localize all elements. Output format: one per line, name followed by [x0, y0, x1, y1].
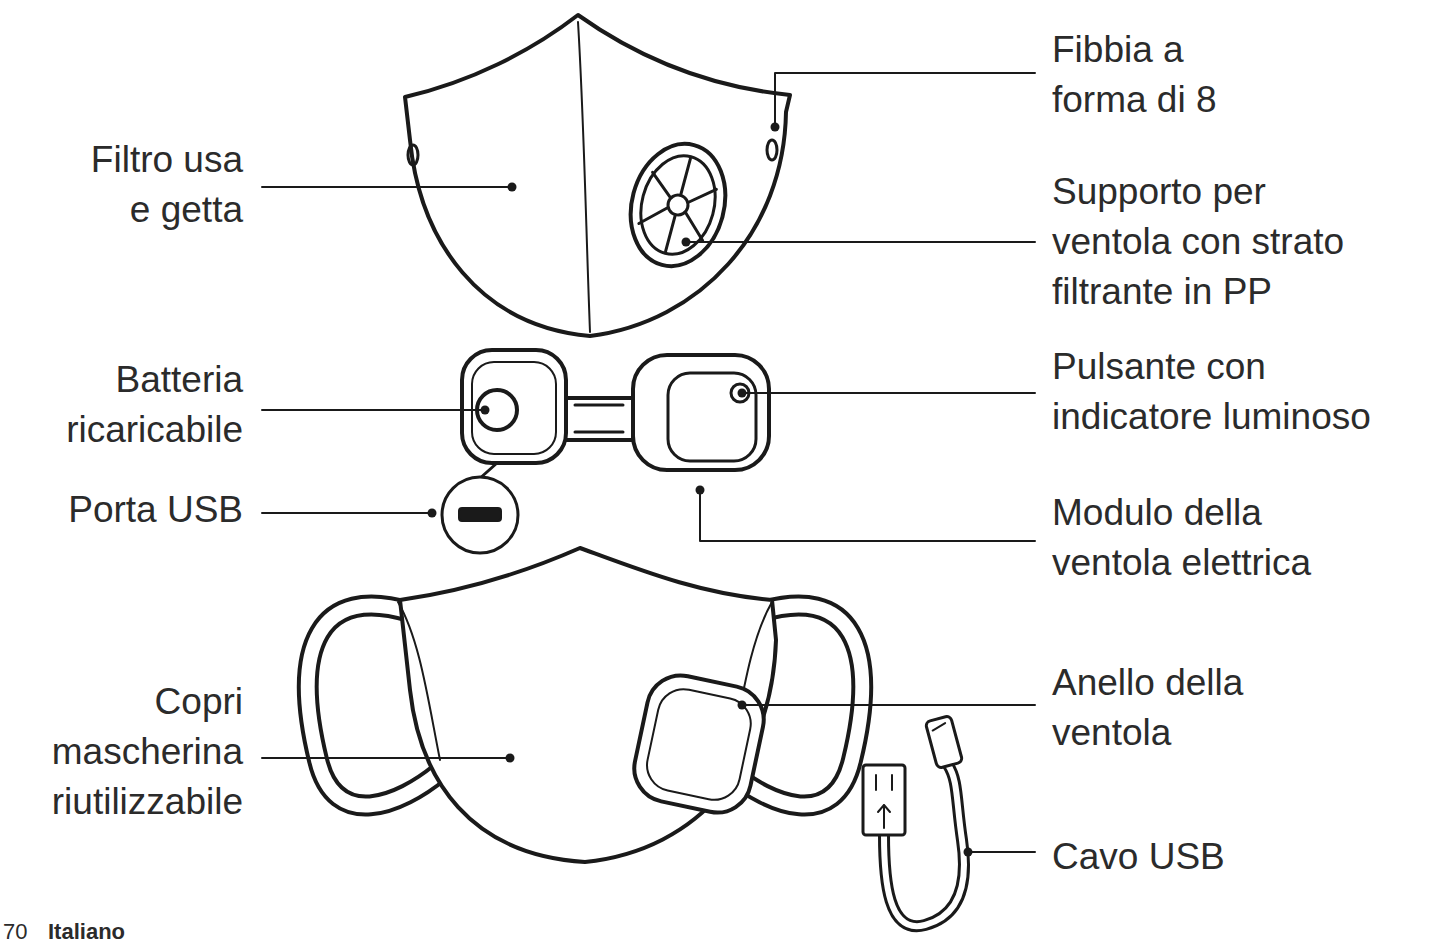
ear-hole	[767, 140, 777, 160]
leader-lines	[262, 73, 1035, 852]
part-label: Supporto per ventola con strato filtrant…	[1052, 167, 1362, 317]
usb-cable	[863, 715, 964, 926]
part-label: Porta USB	[13, 485, 243, 535]
fan-support	[618, 133, 739, 277]
filter-outline	[405, 15, 790, 336]
part-label: Pulsante con indicatore luminoso	[1052, 342, 1387, 442]
part-label: Filtro usa e getta	[78, 135, 243, 235]
page-number: 70	[3, 918, 43, 946]
part-label: Cavo USB	[1052, 832, 1352, 882]
filter-fold	[578, 22, 590, 332]
part-label: Anello della ventola	[1052, 658, 1307, 758]
part-label: Batteria ricaricabile	[43, 355, 243, 455]
fan-module	[442, 350, 769, 553]
part-label: Modulo della ventola elettrica	[1052, 488, 1347, 588]
part-label: Copri mascherina riutilizzabile	[13, 677, 243, 827]
part-label: Fibbia a forma di 8	[1052, 25, 1232, 125]
leader-dots	[428, 123, 973, 857]
ear-hole	[408, 145, 418, 165]
language-label: Italiano	[48, 918, 188, 946]
